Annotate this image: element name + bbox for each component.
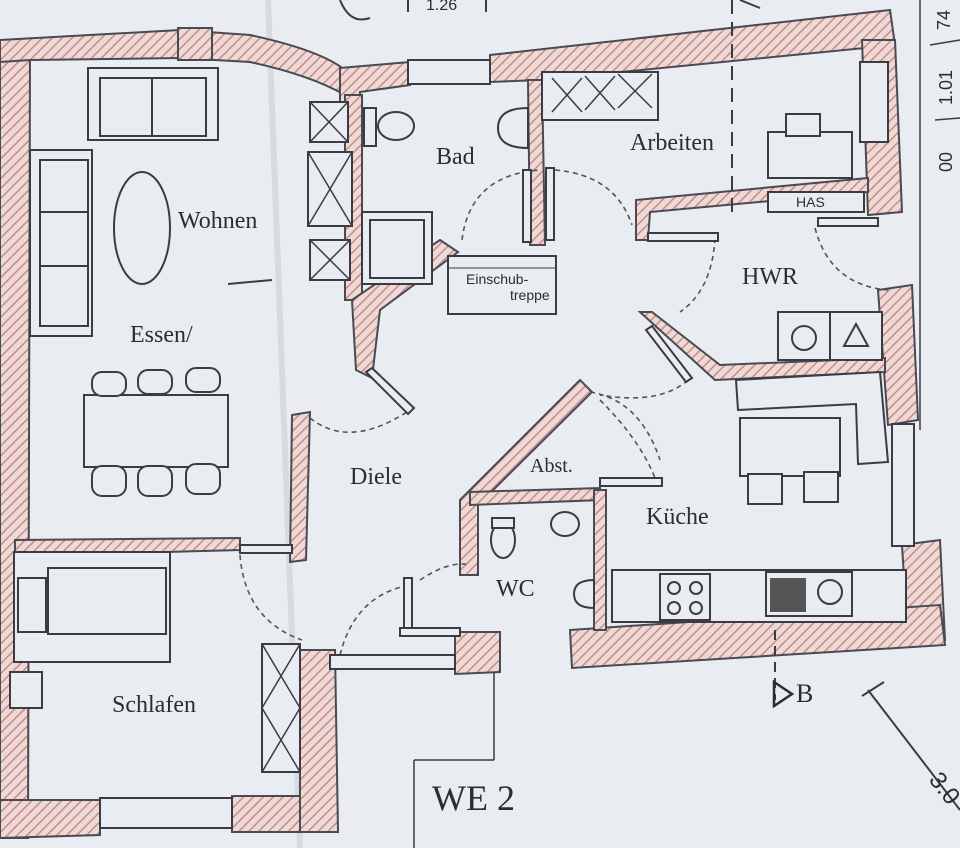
door-leaves — [239, 167, 879, 670]
kitchen-furniture — [611, 370, 915, 623]
office-furniture — [541, 61, 889, 179]
room-label-arbeiten: Arbeiten — [630, 130, 714, 156]
bath-fixtures — [361, 106, 529, 285]
staircase-units — [307, 101, 353, 281]
wall-left — [0, 48, 32, 839]
wall-right-bedroom — [299, 649, 340, 833]
room-label-abst: Abst. — [530, 455, 573, 477]
wc-fixtures — [490, 511, 595, 610]
top-dimension-text: 1.26 — [426, 0, 457, 14]
wall-wc-right — [593, 489, 607, 631]
wall-pillar-top — [177, 27, 213, 61]
attic-stair-label-2: treppe — [510, 287, 550, 303]
bedroom-furniture — [9, 551, 301, 773]
right-dimension-1: 74 — [934, 10, 954, 30]
window-bad — [407, 59, 491, 85]
right-dimension-2: 1.01 — [936, 70, 956, 105]
top-dimension: 1.26 — [339, 0, 761, 21]
wall-bottom-bedroom — [0, 799, 101, 840]
room-label-kueche: Küche — [646, 504, 709, 530]
door-swings — [239, 169, 889, 656]
right-dimension-strip: 74 1.01 00 — [919, 0, 960, 430]
attic-stair: Einschub- treppe — [447, 255, 557, 315]
wall-right-lower — [876, 283, 920, 427]
wall-bottom-wc — [454, 631, 501, 676]
room-label-bad: Bad — [436, 144, 475, 170]
attic-stair-label-1: Einschub- — [466, 271, 529, 287]
unit-label: WE 2 — [432, 778, 515, 818]
wall-hwr-diag — [637, 311, 886, 382]
window-bottom-bedroom — [99, 797, 233, 829]
has-label: HAS — [796, 194, 825, 210]
room-label-diele: Diele — [350, 464, 402, 490]
room-label-wc: WC — [496, 576, 535, 602]
room-label-essen: Essen/ — [130, 322, 193, 348]
wall-bottom-bedroom-2 — [231, 795, 301, 833]
living-furniture — [29, 67, 273, 497]
section-marker-label: B — [796, 679, 813, 708]
utility-fixtures: HAS — [767, 191, 883, 361]
section-marker: B — [772, 679, 813, 709]
room-label-schlafen: Schlafen — [112, 692, 196, 718]
exterior-lines — [413, 0, 960, 848]
wall-living-diele — [288, 410, 312, 564]
right-dimension-3: 00 — [936, 152, 956, 172]
room-label-wohnen: Wohnen — [178, 208, 257, 234]
room-label-hwr: HWR — [742, 264, 798, 290]
